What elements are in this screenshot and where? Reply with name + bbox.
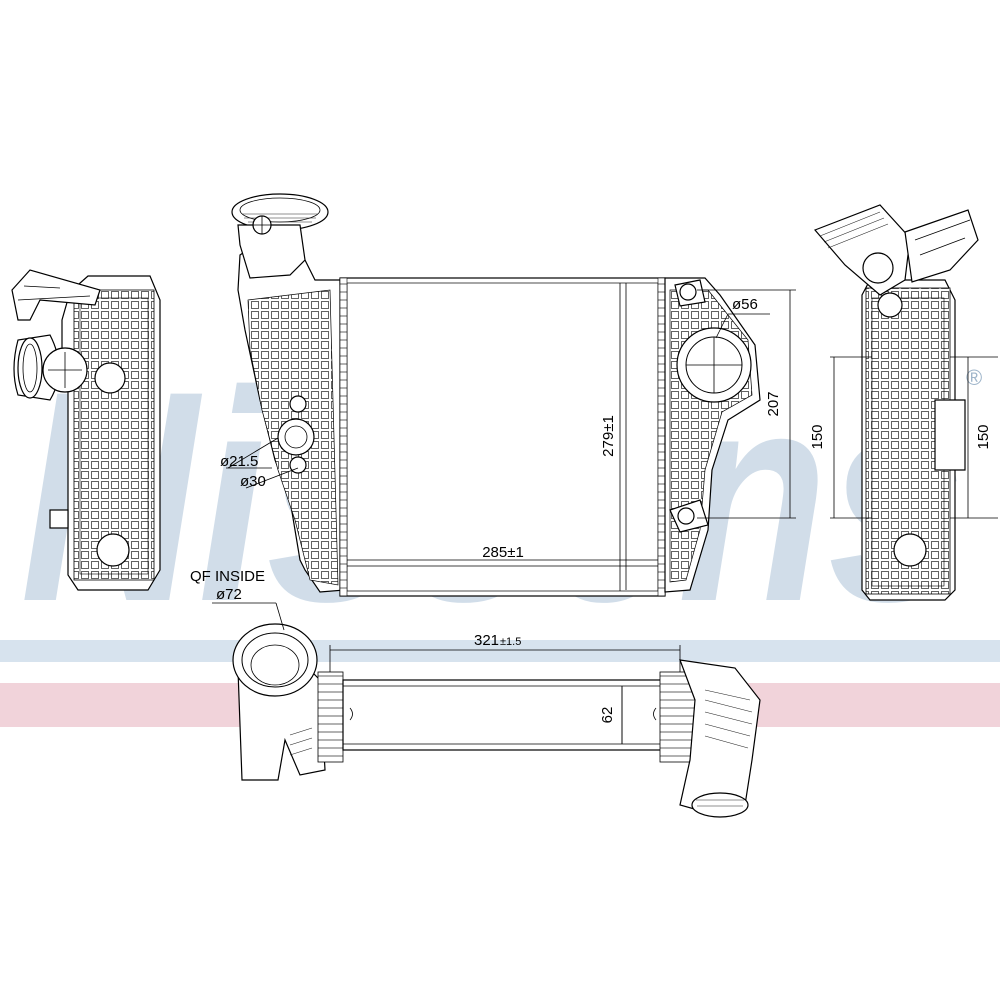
dim-core-width: 285±1 [482, 544, 524, 561]
registered-mark: ® [966, 365, 982, 390]
dim-outlet-diameter: ø56 [732, 296, 758, 313]
dim-length-321: 321 [474, 632, 499, 649]
dim-core-height: 279±1 [600, 415, 617, 457]
left-side-view [11, 269, 161, 591]
front-view [226, 193, 796, 597]
dim-height-150-right: 150 [975, 424, 992, 449]
right-side-view [813, 204, 998, 601]
dim-height-150-left: 150 [809, 424, 826, 449]
dim-sensor-diameter: ø21.5 [220, 453, 258, 470]
dim-depth-62: 62 [599, 707, 616, 724]
qf-inside-label: QF INSIDE [190, 568, 265, 585]
dim-length-321-tolerance: ±1.5 [500, 636, 521, 648]
bottom-view [212, 602, 761, 818]
dim-height-207: 207 [765, 391, 782, 416]
dim-port-diameter: ø30 [240, 473, 266, 490]
dim-inlet-diameter: ø72 [216, 586, 242, 603]
